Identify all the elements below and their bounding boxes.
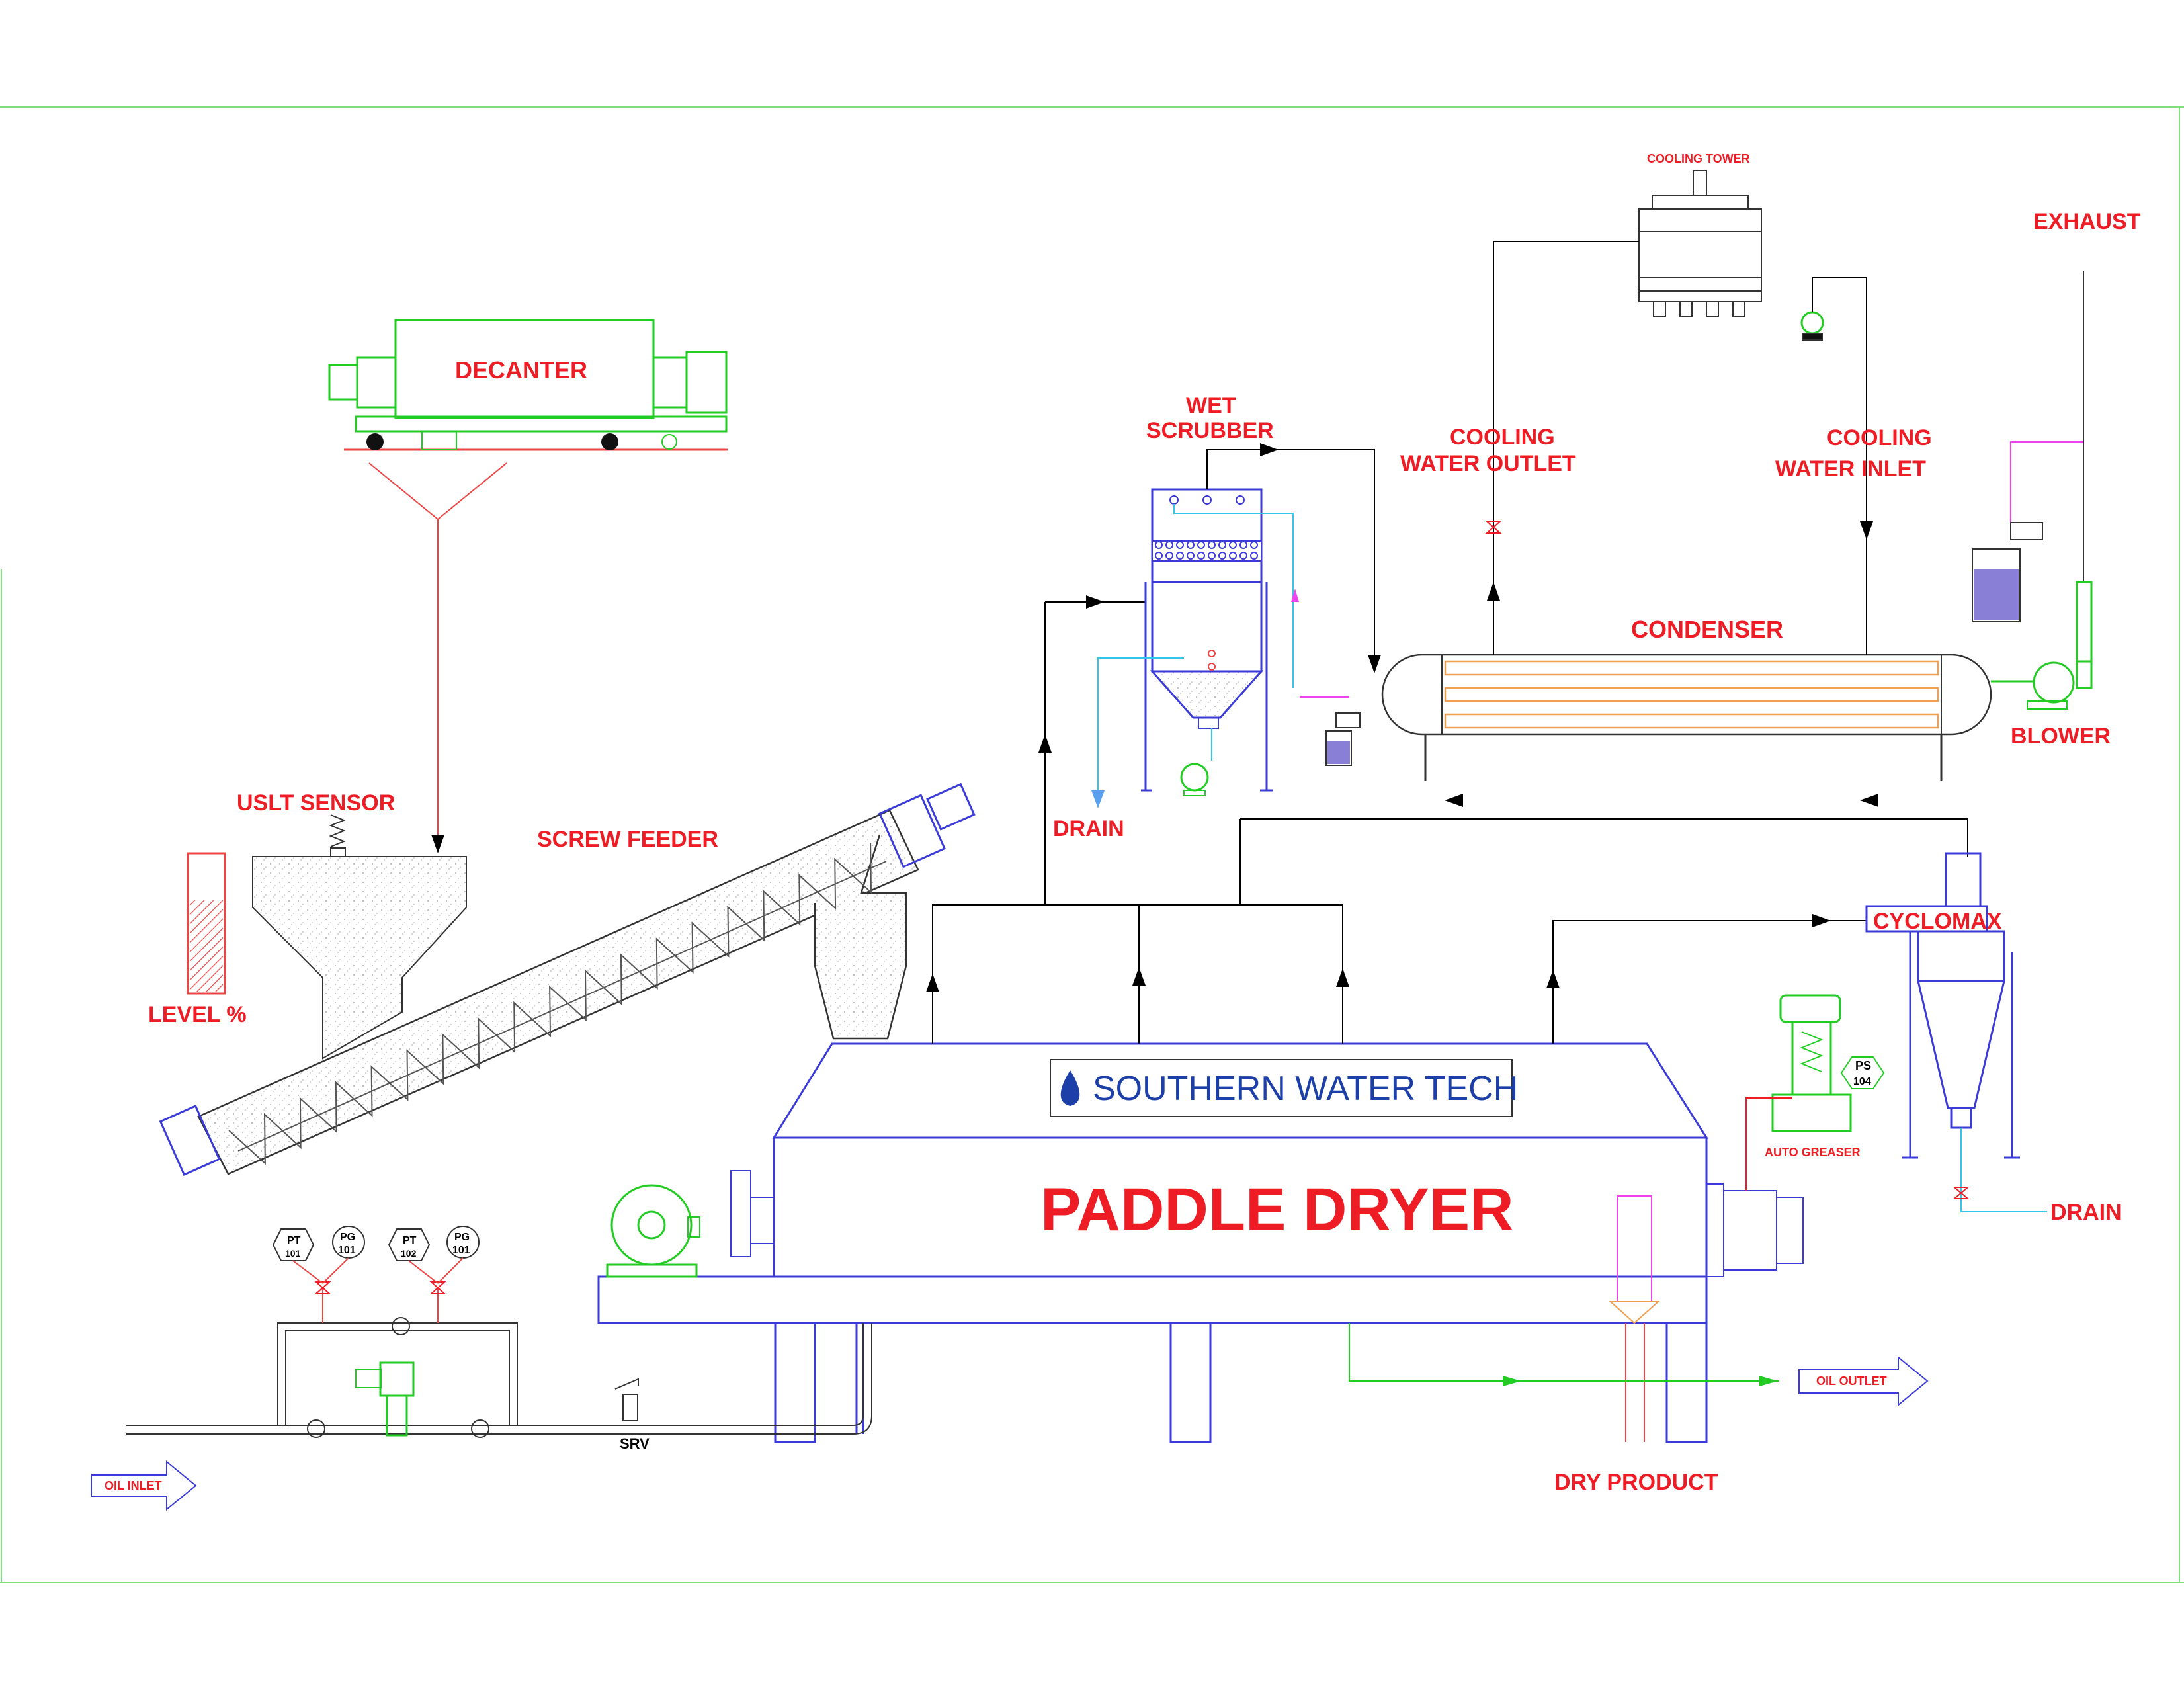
pg101-number: 101	[338, 1245, 356, 1256]
decanter-feed-line	[368, 462, 507, 853]
dryer-drive-motor	[606, 1184, 700, 1278]
level-label: LEVEL %	[148, 1002, 247, 1027]
oil-outlet-label: OIL OUTLET	[1816, 1374, 1887, 1388]
cooling-water-inlet-label-1: COOLING	[1827, 425, 1932, 450]
pt101-number: 101	[285, 1248, 301, 1259]
exhaust-label: EXHAUST	[2033, 209, 2141, 234]
screw-feeder-label: SCREW FEEDER	[537, 827, 718, 852]
cooling-tower	[1638, 170, 1824, 341]
pressure-switch-number: 104	[1853, 1076, 1871, 1087]
scrubber-to-condenser-line	[1206, 443, 1381, 673]
decanter	[328, 319, 728, 451]
condenser	[1381, 654, 1992, 781]
cyclone-drain-label: DRAIN	[2050, 1200, 2122, 1225]
pt102-number: 102	[401, 1248, 417, 1259]
uslt-sensor-label: USLT SENSOR	[237, 790, 395, 816]
pg101b-tag: PG	[454, 1232, 470, 1243]
cooling-water-outlet-label-2: WATER OUTLET	[1400, 451, 1576, 476]
dry-product-label: DRY PRODUCT	[1554, 1470, 1718, 1495]
drawing-border	[0, 106, 2184, 1583]
dry-product-outlet	[1609, 1195, 1660, 1442]
blower	[1991, 660, 2093, 710]
wet-scrubber	[1091, 488, 1361, 808]
oil-inlet-piping	[126, 1226, 872, 1438]
auto-greaser	[1745, 994, 1885, 1191]
oil-outlet-arrow	[1798, 1355, 1929, 1407]
flow-arrows	[926, 595, 1878, 992]
brand-plate	[1050, 1059, 1513, 1117]
cyclomax	[1865, 852, 2047, 1212]
brand-name: SOUTHERN WATER TECH	[1093, 1070, 1518, 1108]
pg101-tag: PG	[340, 1232, 355, 1243]
pressure-switch-tag: PS	[1855, 1059, 1871, 1072]
wet-scrubber-label-2: SCRUBBER	[1146, 418, 1274, 443]
level-indicator	[187, 852, 226, 995]
wet-scrubber-label-1: WET	[1186, 393, 1236, 418]
feed-hopper	[252, 856, 467, 1060]
cooling-water-lines	[1485, 241, 1873, 655]
pg101b-number: 101	[452, 1245, 470, 1256]
cooling-tower-label: COOLING TOWER	[1647, 152, 1750, 165]
oil-return-line	[1349, 1323, 1779, 1386]
paddle-dryer-label: PADDLE DRYER	[1040, 1176, 1514, 1244]
cooling-water-outlet-label-1: COOLING	[1450, 425, 1555, 450]
cyclomax-label: CYCLOMAX	[1873, 909, 2002, 934]
pt101-tag: PT	[287, 1235, 301, 1246]
decanter-label: DECANTER	[455, 357, 587, 384]
scrubber-drain-label: DRAIN	[1053, 816, 1124, 841]
exhaust-stack	[1972, 271, 2093, 663]
blower-label: BLOWER	[2011, 724, 2111, 749]
screw-feeder	[159, 782, 976, 1176]
paddle-dryer	[597, 1042, 1804, 1443]
srv-label: SRV	[620, 1435, 650, 1452]
condenser-label: CONDENSER	[1631, 616, 1783, 643]
oil-inlet-arrow	[91, 1460, 197, 1511]
pt102-tag: PT	[403, 1235, 417, 1246]
auto-greaser-label: AUTO GREASER	[1765, 1146, 1861, 1159]
cooling-water-inlet-label-2: WATER INLET	[1775, 456, 1926, 482]
oil-inlet-label: OIL INLET	[105, 1479, 162, 1492]
